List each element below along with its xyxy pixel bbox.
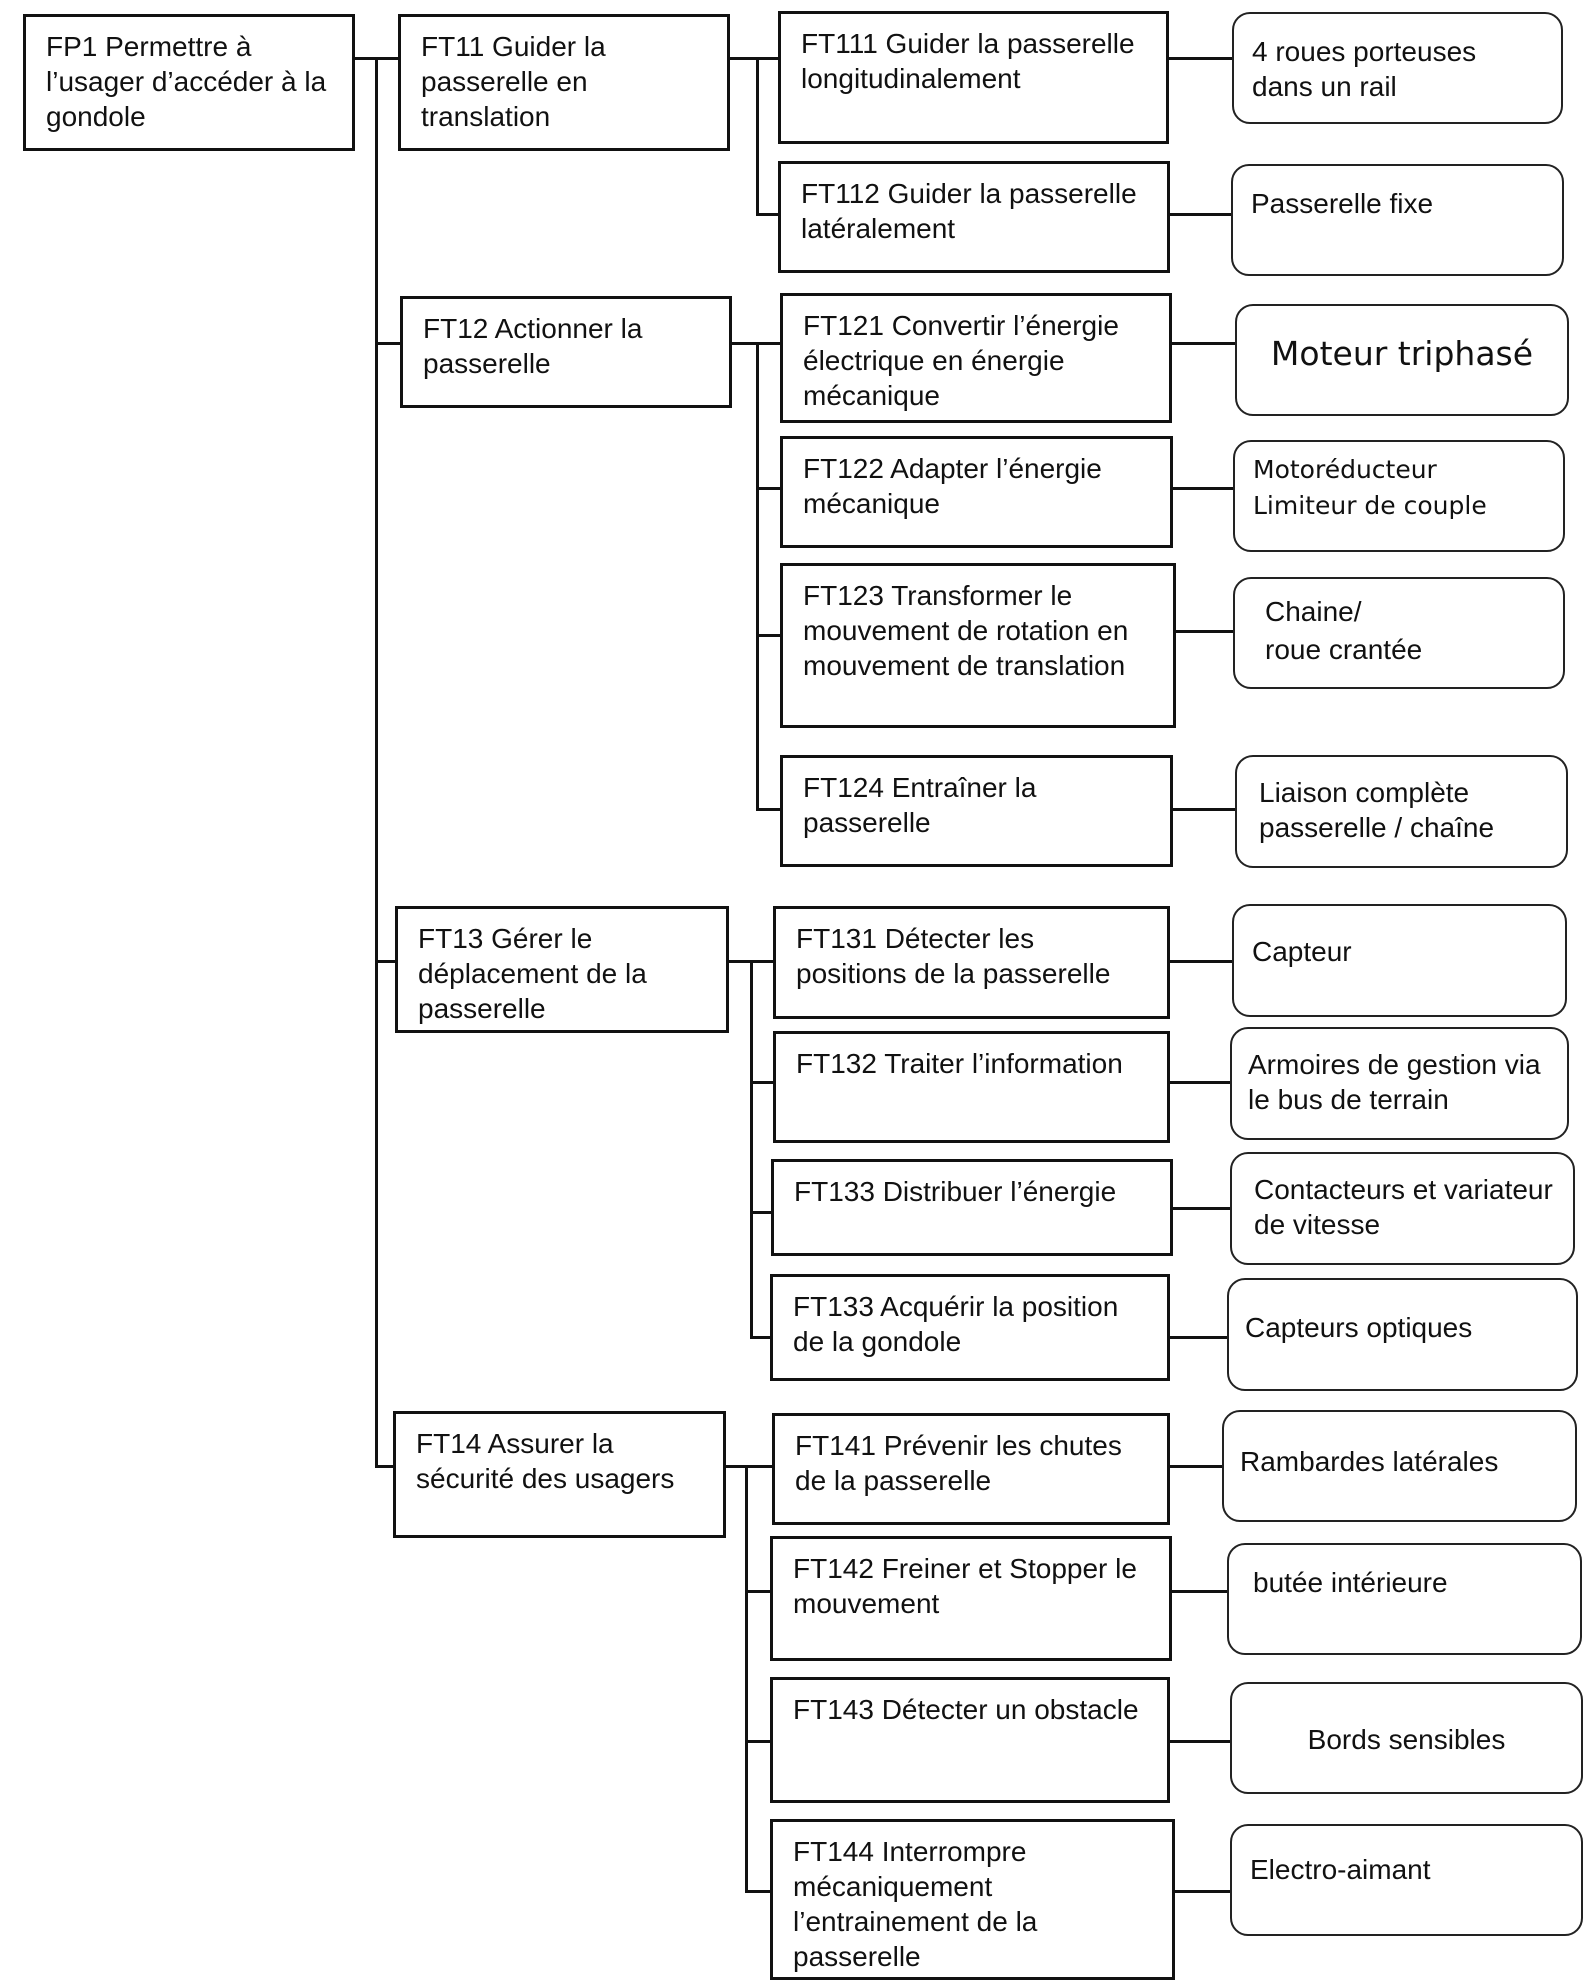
connector: [1166, 57, 1234, 60]
connector: [756, 634, 782, 637]
ft132-box: FT132 Traiter l’information: [773, 1031, 1170, 1143]
ft11-box: FT11 Guider la passerelle en translation: [398, 14, 730, 151]
ft124-box: FT124 Entraîner la passerelle: [780, 755, 1173, 867]
connector: [1170, 1207, 1233, 1210]
connector: [1167, 1336, 1231, 1339]
ft133-distribuer-box: FT133 Distribuer l’énergie: [771, 1159, 1173, 1256]
ft123-box: FT123 Transformer le mouvement de rotati…: [780, 563, 1176, 728]
connector: [1167, 1465, 1227, 1468]
ft144-box: FT144 Interrompre mécaniquement l’entrai…: [770, 1819, 1175, 1980]
connector: [375, 1465, 395, 1468]
ft131-box: FT131 Détecter les positions de la passe…: [773, 906, 1170, 1019]
ft122-box: FT122 Adapter l’énergie mécanique: [780, 436, 1173, 548]
solution-chaine: Chaine/ roue crantée: [1233, 577, 1565, 689]
connector: [756, 487, 782, 490]
solution-capteurs-optiques: Capteurs optiques: [1227, 1278, 1578, 1391]
connector: [375, 342, 400, 345]
solution-motoreducteur: Motoréducteur Limiteur de couple: [1233, 440, 1565, 552]
ft142-box: FT142 Freiner et Stopper le mouvement: [770, 1536, 1172, 1661]
connector: [750, 1211, 775, 1214]
connector: [1172, 1890, 1234, 1893]
solution-rambardes: Rambardes latérales: [1222, 1410, 1577, 1522]
solution-chaine-line2: roue crantée: [1265, 634, 1423, 665]
connector: [724, 1465, 774, 1468]
connector: [1169, 342, 1237, 345]
connector: [375, 960, 397, 963]
solution-chaine-line1: Chaine/: [1265, 596, 1362, 627]
connector: [1169, 487, 1235, 490]
connector: [745, 1465, 748, 1892]
connector: [750, 1336, 772, 1339]
connector: [1173, 630, 1235, 633]
connector: [1167, 213, 1233, 216]
solution-butee: butée intérieure: [1227, 1543, 1582, 1655]
connector: [756, 342, 759, 810]
solution-contacteurs: Contacteurs et variateur de vitesse: [1230, 1152, 1575, 1265]
ft143-box: FT143 Détecter un obstacle: [770, 1677, 1170, 1803]
ft141-box: FT141 Prévenir les chutes de la passerel…: [772, 1413, 1170, 1525]
ft14-box: FT14 Assurer la sécurité des usagers: [393, 1411, 726, 1538]
connector: [756, 213, 780, 216]
fp1-box: FP1 Permettre à l’usager d’accéder à la …: [23, 14, 355, 151]
solution-bords-sensibles: Bords sensibles: [1230, 1682, 1583, 1794]
connector: [1168, 1590, 1232, 1593]
solution-electro-aimant: Electro-aimant: [1230, 1824, 1583, 1936]
ft12-box: FT12 Actionner la passerelle: [400, 296, 732, 408]
ft133-acquerir-box: FT133 Acquérir la position de la gondole: [770, 1274, 1170, 1381]
solution-capteur: Capteur: [1232, 904, 1567, 1017]
connector: [745, 1890, 770, 1893]
ft112-box: FT112 Guider la passerelle latéralement: [778, 161, 1170, 273]
solution-motoreducteur-line1: Motoréducteur: [1253, 455, 1437, 484]
connector: [745, 1740, 770, 1743]
ft13-box: FT13 Gérer le déplacement de la passerel…: [395, 906, 729, 1033]
connector: [1167, 1081, 1233, 1084]
connector: [750, 1081, 775, 1084]
connector: [375, 57, 378, 1467]
solution-armoires: Armoires de gestion via le bus de terrai…: [1230, 1027, 1569, 1140]
connector: [728, 57, 780, 60]
solution-moteur-triphase: Moteur triphasé: [1235, 304, 1569, 416]
connector: [756, 57, 759, 215]
connector: [745, 1590, 770, 1593]
connector: [1170, 808, 1237, 811]
connector: [756, 808, 782, 811]
solution-liaison-complete: Liaison complète passerelle / chaîne: [1235, 755, 1568, 868]
solution-passerelle-fixe: Passerelle fixe: [1231, 164, 1564, 276]
ft121-box: FT121 Convertir l’énergie électrique en …: [780, 293, 1172, 423]
connector: [1168, 1740, 1232, 1743]
ft111-box: FT111 Guider la passerelle longitudinale…: [778, 11, 1169, 144]
solution-motoreducteur-line2: Limiteur de couple: [1253, 491, 1487, 520]
connector: [1167, 960, 1233, 963]
solution-4-roues: 4 roues porteuses dans un rail: [1232, 12, 1563, 124]
connector: [750, 960, 753, 1338]
